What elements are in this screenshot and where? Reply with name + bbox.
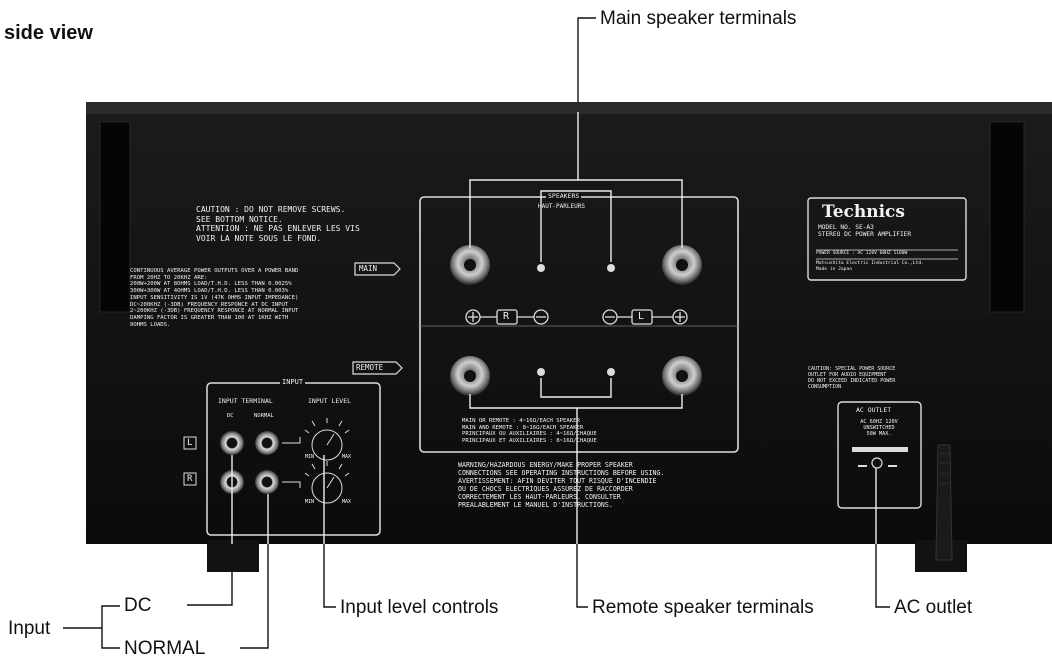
l-mark: L — [638, 311, 645, 322]
speaker-panel — [419, 196, 739, 453]
speakers-label: SPEAKERS — [546, 192, 582, 201]
right-foot — [915, 540, 967, 572]
min-label-r: MIN — [305, 499, 315, 505]
level-knob-r — [304, 461, 350, 504]
remote-tag: REMOTE — [356, 363, 384, 372]
normal-l-jack — [255, 431, 279, 455]
remote-left-terminal — [662, 356, 702, 396]
channel-r-label: R — [187, 474, 193, 484]
label-normal: NORMAL — [124, 638, 206, 659]
input-header: INPUT — [280, 378, 306, 387]
main-right-terminal — [450, 245, 490, 285]
main-left-terminal — [662, 245, 702, 285]
r-mark: R — [503, 311, 510, 322]
min-label-l: MIN — [305, 454, 315, 460]
remote-right-terminal — [450, 356, 490, 396]
ac-outlet-panel — [837, 401, 922, 509]
dc-l-jack — [220, 431, 244, 455]
brand-logo: Technics — [822, 202, 905, 222]
power-source-text: POWER SOURCE : AC 120V 60Hz 1100W — [816, 251, 908, 256]
diagram-title: side view — [4, 22, 93, 44]
channel-l-label: L — [187, 438, 193, 448]
warning-text: WARNING/HAZARDOUS ENERGY/MAKE PROPER SPE… — [458, 461, 665, 509]
caution2-text: CAUTION: SPECIAL POWER SOURCE OUTLET FOR… — [808, 366, 896, 390]
dc-r-jack — [220, 470, 244, 494]
max-label-r: MAX — [342, 499, 352, 505]
ac-rating-text: AC 60Hz 120V UNSWITCHED 50W MAX. — [860, 419, 898, 438]
left-foot — [207, 540, 259, 572]
remote-left-post — [607, 368, 615, 376]
remote-right-post — [537, 368, 545, 376]
ac-outlet-socket — [871, 457, 883, 469]
input-panel — [206, 382, 381, 536]
label-input-level-controls: Input level controls — [340, 597, 499, 618]
haut-parleurs-label: HAUT-PARLEURS — [538, 203, 585, 210]
input-terminal-label: INPUT TERMINAL — [218, 397, 273, 405]
label-ac-outlet: AC outlet — [894, 597, 973, 618]
polarity-symbols — [465, 309, 688, 325]
power-cord — [935, 444, 953, 561]
label-input: Input — [8, 618, 51, 639]
callout-leader-lines — [63, 17, 890, 649]
main-tag: MAIN — [359, 264, 378, 273]
input-level-label: INPUT LEVEL — [308, 397, 352, 405]
label-main-speaker-terminals: Main speaker terminals — [600, 8, 797, 29]
label-remote-speaker-terminals: Remote speaker terminals — [592, 597, 814, 618]
speaker-impedance-note: MAIN OR REMOTE : 4~16Ω/EACH SPEAKER MAIN… — [462, 418, 597, 445]
ac-outlet-title: AC OUTLET — [856, 406, 892, 414]
normal-r-jack — [255, 470, 279, 494]
maker-text: Matsushita Electric Industrial Co.,Ltd. … — [816, 261, 924, 272]
spec-text: CONTINUOUS AVERAGE POWER OUTPUTS OVER A … — [130, 268, 299, 328]
dc-small-label: DC — [227, 413, 234, 419]
model-text: MODEL No. SE-A3 STEREO DC POWER AMPLIFIE… — [818, 224, 912, 239]
caution-text: CAUTION : DO NOT REMOVE SCREWS. SEE BOTT… — [196, 205, 360, 243]
left-vent — [99, 121, 131, 313]
max-label-l: MAX — [342, 454, 352, 460]
right-vent — [989, 121, 1025, 313]
normal-small-label: NORMAL — [254, 413, 274, 419]
main-right-post — [537, 264, 545, 272]
main-left-post — [607, 264, 615, 272]
label-dc: DC — [124, 595, 152, 616]
top-edge — [86, 102, 1052, 112]
